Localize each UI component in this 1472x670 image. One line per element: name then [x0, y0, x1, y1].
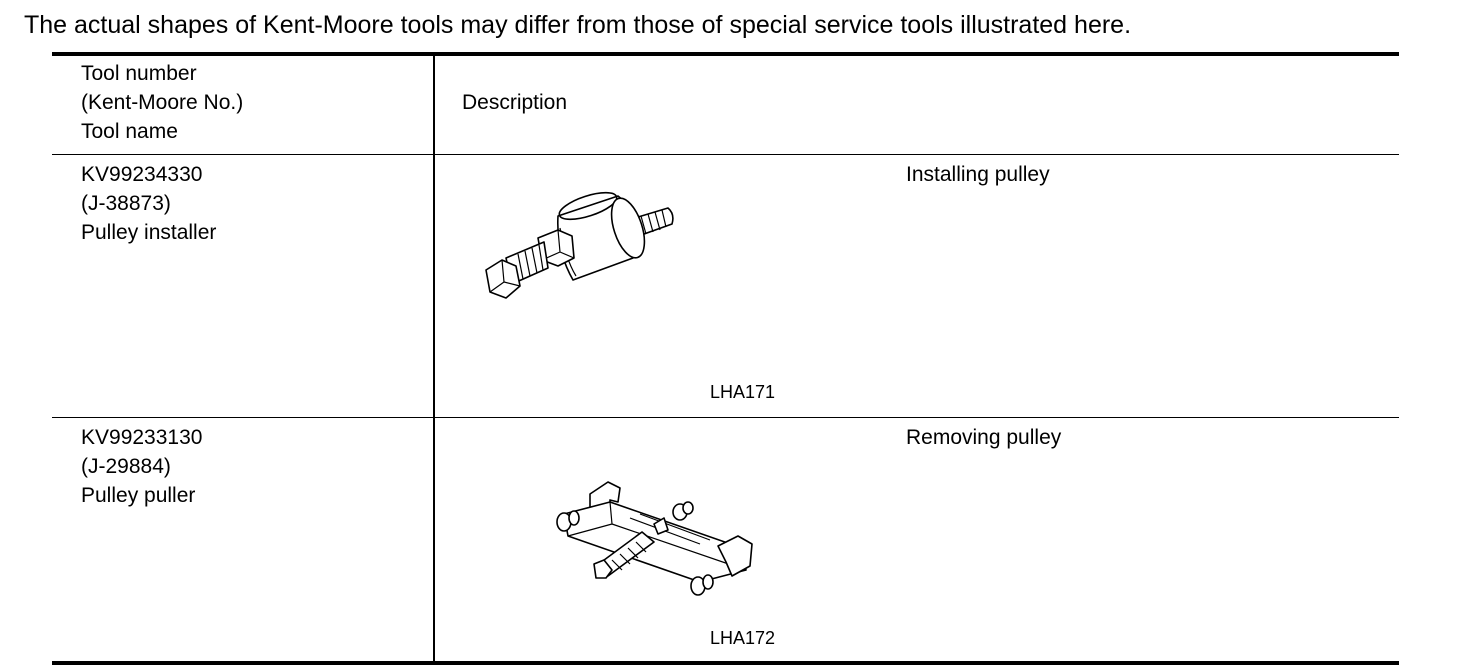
- pulley-puller-illustration: [556, 481, 753, 596]
- kent-moore-number: (J-38873): [81, 192, 171, 215]
- header-description: Description: [462, 91, 568, 114]
- row-divider: [52, 417, 1399, 418]
- header-tool-number: Tool number: [81, 62, 197, 85]
- tool-description: Removing pulley: [906, 426, 1062, 449]
- column-divider: [433, 55, 435, 664]
- tool-description: Installing pulley: [906, 163, 1050, 186]
- header-kent-moore-no: (Kent-Moore No.): [81, 91, 244, 114]
- figure-code: LHA171: [710, 382, 776, 402]
- header-tool-name: Tool name: [81, 120, 178, 143]
- kent-moore-number: (J-29884): [81, 455, 171, 478]
- pulley-installer-illustration: [485, 191, 674, 299]
- intro-note: The actual shapes of Kent-Moore tools ma…: [24, 11, 1132, 39]
- figure-code: LHA172: [710, 628, 776, 648]
- table-bottom-rule: [52, 661, 1399, 665]
- tool-number: KV99234330: [81, 163, 203, 186]
- tool-name: Pulley installer: [81, 221, 217, 244]
- tool-name: Pulley puller: [81, 484, 196, 507]
- tool-number: KV99233130: [81, 426, 203, 449]
- table-top-rule: [52, 52, 1399, 56]
- header-divider: [52, 154, 1399, 155]
